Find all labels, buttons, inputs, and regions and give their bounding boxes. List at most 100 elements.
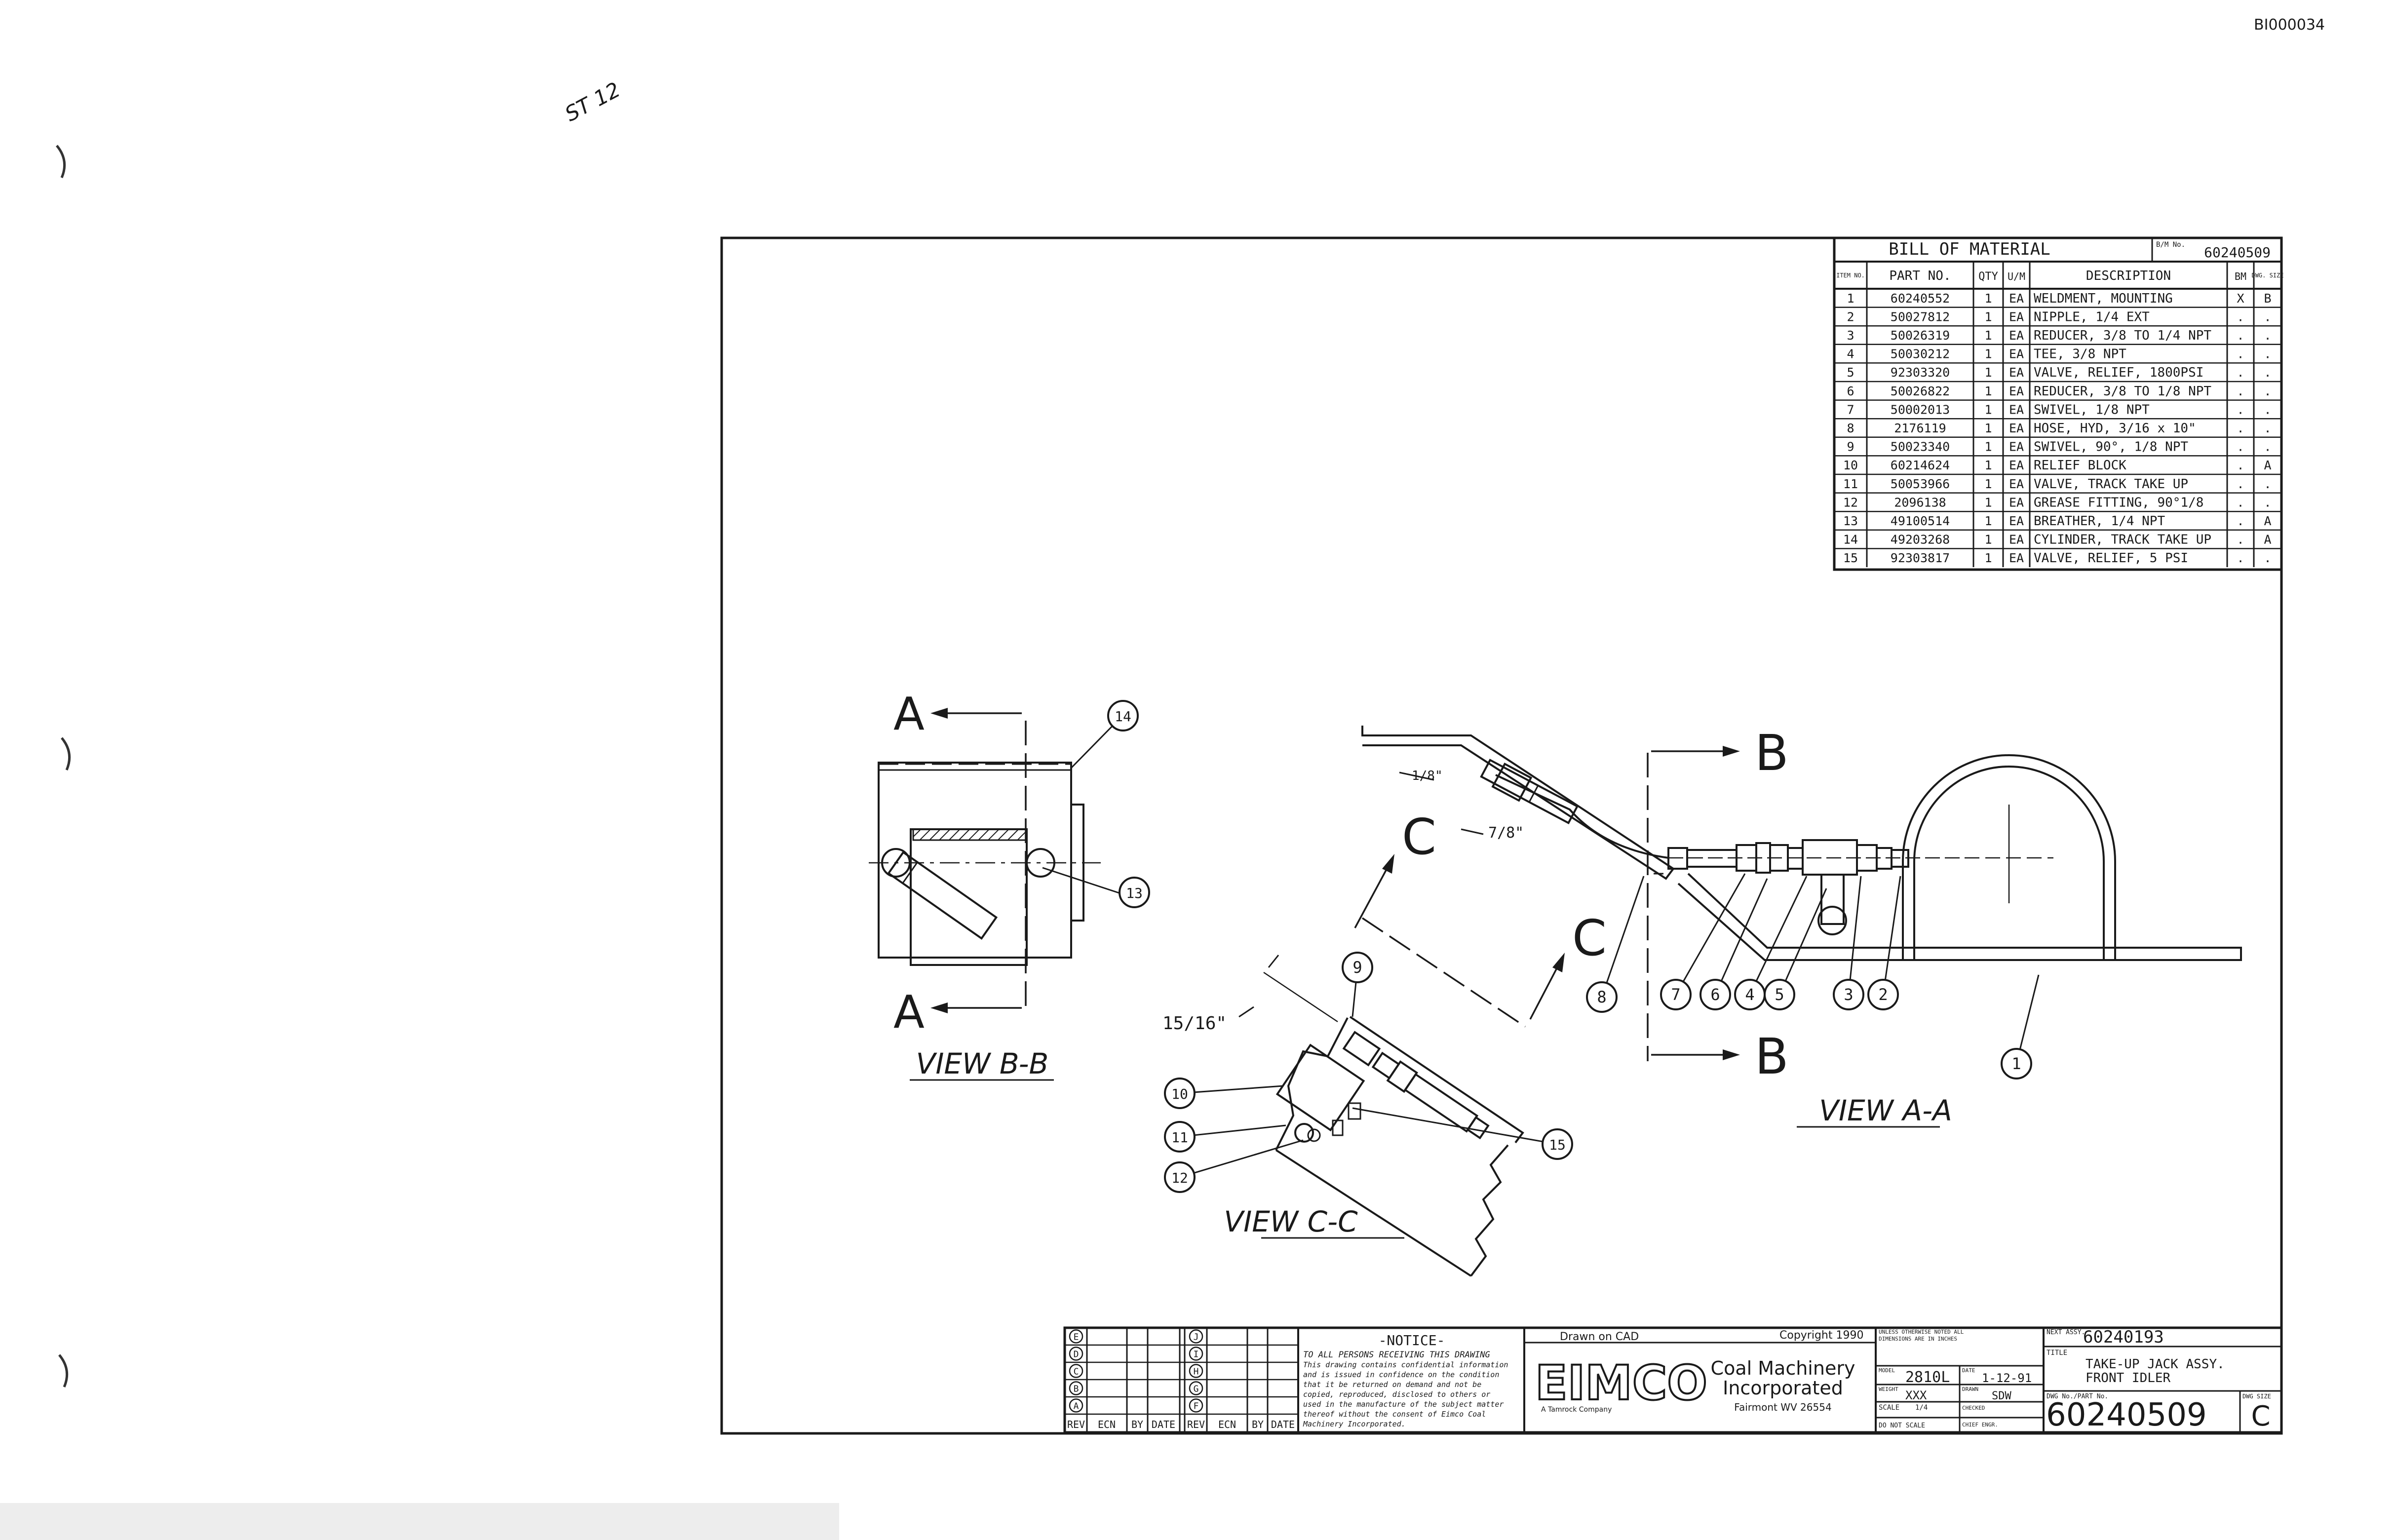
view-aa-label: VIEW A-A	[1819, 1094, 1952, 1127]
balloon-11: 11	[1164, 1121, 1286, 1153]
chief-engineer-label: CHIEF ENGR.	[1962, 1422, 1998, 1428]
next-assy-value: 60240193	[2083, 1327, 2164, 1347]
dwg-size-label: DWG SIZE	[2242, 1393, 2271, 1400]
view-cc-drawing: 15/16" VIEW C-C	[1162, 955, 1524, 1277]
bom-cell: 13	[1843, 514, 1858, 528]
dwg-no-label: DWG No./PART No.	[2047, 1393, 2108, 1400]
bom-cell: .	[2264, 477, 2271, 491]
notice-line: thereof without the consent of Eimco Coa…	[1303, 1410, 1486, 1419]
bom-cell: EA	[2009, 533, 2024, 547]
bom-cell: 14	[1843, 533, 1858, 547]
weight-value: XXX	[1905, 1388, 1927, 1402]
bom-cell: .	[2237, 384, 2244, 398]
bom-cell: SWIVEL, 1/8 NPT	[2034, 402, 2150, 417]
bom-cell: 1	[1984, 551, 1992, 565]
bom-cell: .	[2237, 347, 2244, 361]
balloon-14: 14	[1107, 700, 1139, 732]
bom-cell: SWIVEL, 90°, 1/8 NPT	[2034, 440, 2188, 455]
balloon-7: 7	[1660, 873, 1746, 1010]
bom-cell: 1	[1984, 477, 1992, 491]
bom-cell: 1	[1984, 328, 1992, 343]
bom-cell: EA	[2009, 328, 2024, 343]
bom-cell: 60214624	[1891, 458, 1950, 472]
balloon-label: 3	[1844, 985, 1853, 1004]
bom-cell: VALVE, RELIEF, 5 PSI	[2034, 551, 2188, 566]
revision-header: ECN	[1098, 1419, 1116, 1430]
view-aa-drawing: B B C C 1/8" 7/8" VIEW A-A	[1354, 724, 2242, 1128]
tolerance-note-1: UNLESS OTHERWISE NOTED ALL	[1879, 1329, 1964, 1335]
balloon-label: 14	[1115, 708, 1131, 725]
revision-header: DATE	[1271, 1419, 1295, 1430]
notice-line: copied, reproduced, disclosed to others …	[1303, 1390, 1490, 1399]
section-letter-c-bottom: C	[1572, 909, 1607, 967]
drawing-title-line2: FRONT IDLER	[2086, 1371, 2171, 1386]
bom-cell: 1	[1984, 384, 1992, 398]
notice-line: and is issued in confidence on the condi…	[1303, 1370, 1499, 1379]
balloon-label: 9	[1352, 958, 1362, 977]
bom-cell: 1	[1984, 402, 1992, 417]
bom-no-label: B/M No.	[2156, 241, 2185, 249]
view-cc-label: VIEW C-C	[1224, 1205, 1358, 1238]
bom-cell: .	[2237, 309, 2244, 324]
bom-cell: EA	[2009, 421, 2024, 435]
balloon-label: 15	[1549, 1137, 1566, 1153]
notice-line: Machinery Incorporated.	[1303, 1420, 1406, 1428]
bom-cell: A	[2264, 458, 2271, 472]
bom-title: BILL OF MATERIAL	[1889, 239, 2050, 259]
bom-cell: 4	[1847, 347, 1854, 361]
handwritten-note: ST 12	[561, 77, 624, 126]
bom-cell: .	[2237, 440, 2244, 454]
bom-cell: EA	[2009, 365, 2024, 380]
balloon-2: 2	[1867, 876, 1901, 1010]
company-name-line2: Incorporated	[1723, 1377, 1843, 1399]
bom-cell: 2176119	[1894, 421, 1946, 435]
dimension-1-8: 1/8"	[1412, 769, 1443, 783]
bom-number: 60240509	[2204, 244, 2271, 261]
balloon-1: 1	[2001, 974, 2040, 1079]
balloon-label: 2	[1878, 985, 1888, 1004]
balloon-label: 6	[1710, 985, 1720, 1004]
bom-cell: TEE, 3/8 NPT	[2034, 347, 2126, 362]
bom-header-cell: QTY	[1978, 270, 1998, 283]
revision-letter: E	[1074, 1332, 1079, 1343]
bom-cell: 1	[1984, 514, 1992, 528]
bom-cell: 1	[1984, 291, 1992, 306]
bom-cell: 1	[1847, 291, 1854, 306]
drawing-details: UNLESS OTHERWISE NOTED ALL DIMENSIONS AR…	[1876, 1329, 2044, 1432]
balloon-label: 8	[1597, 988, 1606, 1006]
do-not-scale: DO NOT SCALE	[1879, 1422, 1925, 1429]
bom-cell: 92303320	[1891, 365, 1950, 380]
revision-letter: I	[1194, 1349, 1199, 1360]
bom-cell: EA	[2009, 291, 2024, 306]
balloon-label: 4	[1745, 985, 1754, 1004]
drawn-by-label: DRAWN	[1962, 1386, 1978, 1392]
drawn-on-cad: Drawn on CAD	[1560, 1331, 1639, 1343]
bom-cell: .	[2237, 421, 2244, 435]
bom-cell: EA	[2009, 440, 2024, 454]
bom-cell: .	[2264, 384, 2271, 398]
bom-cell: EA	[2009, 477, 2024, 491]
bom-cell: .	[2237, 514, 2244, 528]
bom-cell: 92303817	[1891, 551, 1950, 565]
bom-cell: EA	[2009, 402, 2024, 417]
revision-header: BY	[1131, 1419, 1143, 1430]
bom-cell: 50027812	[1891, 309, 1950, 324]
balloon-label: 1	[2011, 1054, 2021, 1073]
balloon-8: 8	[1586, 876, 1645, 1013]
balloon-9: 9	[1342, 952, 1373, 1017]
revision-letter: D	[1074, 1349, 1079, 1360]
eimco-logo: EIMCO	[1535, 1355, 1707, 1411]
scale-label: SCALE	[1879, 1404, 1899, 1412]
bom-cell: 1	[1984, 495, 1992, 509]
bom-cell: GREASE FITTING, 90°1/8	[2034, 495, 2203, 510]
bom-header-cell: U/M	[2008, 270, 2025, 282]
bom-cell: 50002013	[1891, 402, 1950, 417]
